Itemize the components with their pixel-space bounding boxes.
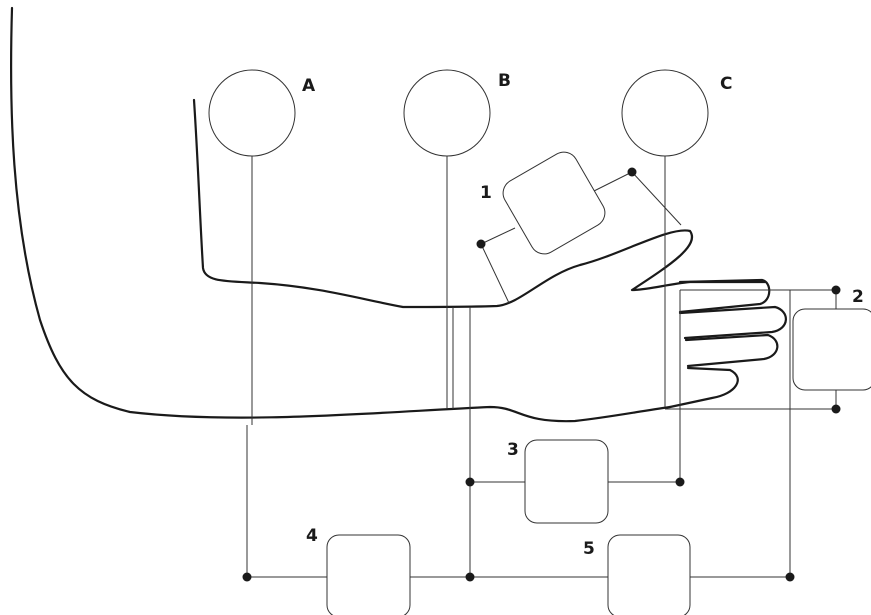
index-finger (678, 278, 771, 314)
junction-node (627, 167, 637, 177)
component-3-label: 3 (507, 440, 519, 460)
middle-finger (678, 305, 787, 340)
electrode-b-label: B (498, 71, 511, 91)
junction-node (476, 239, 486, 249)
component-4-box (326, 534, 411, 615)
electrode-c (621, 69, 709, 157)
junction-node (465, 477, 475, 487)
component-5-label: 5 (583, 539, 595, 559)
junction-nodes (242, 167, 841, 582)
component-2-box (792, 308, 871, 391)
junction-node (675, 477, 685, 487)
component-5-box (607, 534, 691, 615)
box1-upper-lead-b (631, 171, 682, 226)
arm-outline (9, 6, 787, 423)
box1-lower-lead-b (480, 243, 510, 304)
component-2-label: 2 (852, 287, 864, 307)
junction-node (785, 572, 795, 582)
component-4-label: 4 (306, 526, 318, 546)
junction-node (831, 285, 841, 295)
box1-upper-lead-a (591, 171, 633, 193)
electrode-a-label: A (302, 76, 316, 96)
junction-node (831, 404, 841, 414)
component-1-box (502, 151, 606, 255)
electrode-c-label: C (720, 74, 732, 94)
component-3-box (524, 439, 609, 524)
component-1-label: 1 (480, 183, 492, 203)
components: 1 2 3 4 5 (306, 151, 871, 615)
arm-upper-contour (192, 98, 767, 309)
junction-node (242, 572, 252, 582)
arm-lower-contour (9, 6, 672, 423)
wiring (246, 155, 837, 578)
box1-lower-lead-a (480, 227, 516, 245)
junction-node (465, 572, 475, 582)
electrodes: A B C (208, 69, 732, 157)
electrode-a (208, 69, 296, 157)
little-finger (668, 366, 739, 409)
ring-finger (684, 333, 779, 368)
electrode-b (403, 69, 491, 157)
